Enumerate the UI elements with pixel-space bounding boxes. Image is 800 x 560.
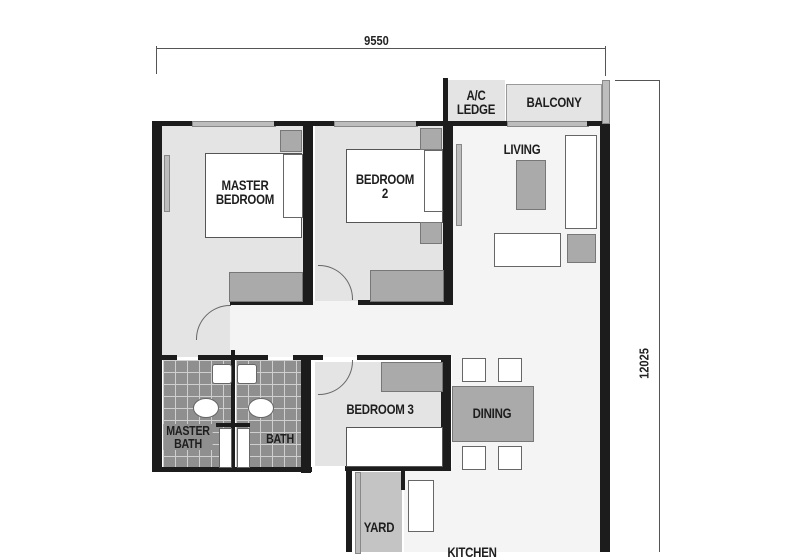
bedroom2-dresser: [370, 270, 444, 302]
wall-top-bedroom2: [416, 121, 452, 126]
wall-left-outer: [152, 122, 162, 472]
wall-top-living-left: [445, 121, 507, 126]
wall-right-outer: [600, 122, 610, 552]
balcony-floor: [506, 84, 602, 122]
ac-ledge-label: A/C LEDGE: [453, 88, 499, 116]
yard-floor: [360, 472, 402, 552]
wall-ac-ledge-left: [443, 78, 448, 126]
wall-top-living-right: [587, 121, 609, 126]
wall-yard-kitchen: [401, 470, 405, 490]
wall-master-bedroom2: [303, 122, 313, 305]
bedroom2-nightstand-top: [420, 128, 442, 150]
dining-chair-2: [498, 358, 522, 382]
master-bath-label-line2: BATH: [174, 436, 202, 451]
balcony-railing-right: [602, 80, 610, 124]
bedroom2-wardrobe: [424, 150, 443, 212]
ac-ledge-label-line1: A/C: [466, 87, 486, 103]
bedroom2-label: BEDROOM 2: [353, 172, 417, 200]
height-dimension-value: 12025: [636, 348, 652, 379]
wall-bedroom2-living: [443, 122, 453, 305]
width-dimension-right-tick: [605, 46, 606, 76]
bedroom3-bed: [346, 427, 443, 467]
master-side-window: [164, 155, 170, 212]
bedroom2-nightstand-bottom: [420, 222, 442, 244]
master-dresser: [229, 272, 303, 302]
common-shower: [237, 428, 250, 468]
wall-bedroom3-bottom: [345, 466, 451, 471]
coffee-table: [516, 160, 546, 210]
sofa-right: [565, 135, 597, 229]
ac-ledge-label-line2: LEDGE: [456, 101, 496, 117]
common-bath-toilet: [248, 398, 274, 418]
bath-label: BATH: [266, 431, 294, 446]
master-bath-basin: [212, 364, 232, 384]
window-bedroom2-top: [334, 121, 418, 127]
master-shower: [219, 428, 232, 468]
width-dimension-value: 9550: [364, 33, 389, 48]
sofa-bottom: [494, 233, 561, 267]
wall-top-master: [152, 121, 192, 126]
wall-bedroom3-top-left: [311, 355, 323, 360]
dining-chair-4: [498, 446, 522, 470]
wall-bedroom3-right: [441, 355, 451, 469]
wall-bath-top-left: [152, 355, 177, 360]
dining-table: [452, 386, 534, 442]
master-bath-toilet: [193, 398, 219, 418]
height-dimension-top-tick: [615, 80, 660, 81]
master-bath-label-line1: MASTER: [166, 423, 210, 438]
balcony-label: BALCONY: [526, 94, 582, 110]
master-nightstand: [280, 130, 302, 152]
master-wardrobe: [283, 154, 303, 218]
living-tv-console: [456, 144, 462, 226]
wall-shower-box: [216, 423, 250, 427]
wall-yard-left: [346, 466, 352, 552]
yard-label: YARD: [363, 519, 395, 535]
height-dimension-line: [659, 80, 660, 552]
common-bath-basin: [237, 364, 257, 384]
bedroom3-label: BEDROOM 3: [346, 401, 414, 417]
bedroom2-label-line2: 2: [381, 185, 389, 201]
ac-ledge-floor: [447, 80, 505, 122]
bedroom2-label-line1: BEDROOM: [355, 171, 415, 187]
wall-bath-right: [301, 355, 311, 473]
wall-bedroom3-top-right: [357, 355, 449, 360]
yard-wall-window: [355, 472, 361, 554]
wall-bottom-baths: [152, 467, 312, 472]
living-label: LIVING: [503, 141, 541, 157]
kitchen-sink: [408, 480, 434, 532]
master-bath-label: MASTER BATH: [163, 423, 213, 451]
width-dimension-left-tick: [156, 46, 157, 74]
dining-chair-3: [462, 446, 486, 470]
side-table: [567, 234, 596, 263]
kitchen-label: KITCHEN: [447, 544, 497, 560]
wall-bath-divider: [231, 350, 235, 470]
width-dimension-line: [156, 48, 606, 49]
wall-bedroom2-bottom-right: [358, 300, 448, 305]
window-living-top: [507, 121, 589, 127]
dining-label: DINING: [472, 405, 512, 421]
window-master-top: [192, 121, 276, 127]
wall-master-bottom: [230, 300, 310, 305]
master-bedroom-label: MASTER BEDROOM: [212, 178, 278, 206]
master-bedroom-label-line1: MASTER: [221, 177, 269, 193]
dining-chair-1: [462, 358, 486, 382]
bedroom3-dresser: [381, 362, 443, 392]
master-bedroom-label-line2: BEDROOM: [215, 191, 275, 207]
kitchen-floor: [404, 468, 600, 552]
